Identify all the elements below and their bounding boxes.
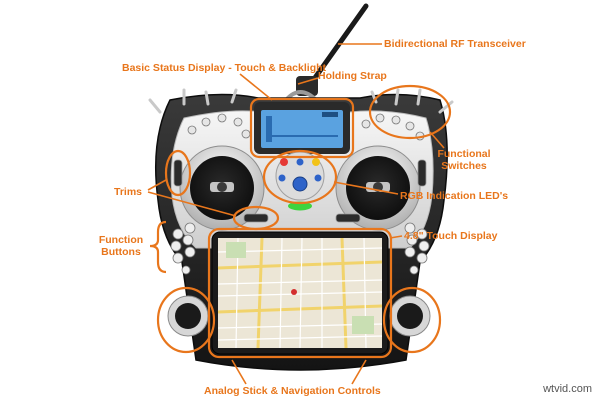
left-vertical-trim[interactable] xyxy=(173,159,183,187)
left-analog-stick[interactable] xyxy=(167,295,209,337)
label-rf-transceiver: Bidirectional RF Transceiver xyxy=(384,38,526,50)
label-status-display: Basic Status Display - Touch & Backlight xyxy=(122,62,327,74)
annotation-overlays xyxy=(149,84,452,359)
led-red xyxy=(280,158,288,166)
right-horizontal-trim[interactable] xyxy=(335,213,361,223)
led-yellow xyxy=(312,158,320,166)
center-nav-button[interactable] xyxy=(292,176,308,192)
label-functional-switches-line2: Switches xyxy=(441,160,487,172)
label-analog-stick: Analog Stick & Navigation Controls xyxy=(204,385,381,397)
label-touch-display: 4.8" Touch Display xyxy=(404,230,498,242)
label-holding-strap: Holding Strap xyxy=(318,70,387,82)
label-functional-switches: Functional Switches xyxy=(436,148,492,172)
status-display-battery-icon xyxy=(322,112,338,117)
left-horizontal-trim[interactable] xyxy=(243,213,269,223)
function-buttons-left[interactable] xyxy=(170,222,196,275)
function-buttons-right[interactable] xyxy=(404,222,430,275)
map-pin-icon xyxy=(291,289,297,295)
annotation-leader-lines xyxy=(147,43,445,385)
label-function-buttons-line2: Buttons xyxy=(101,246,141,258)
label-functional-switches-line1: Functional xyxy=(437,148,491,160)
label-trims: Trims xyxy=(114,186,143,198)
map-park xyxy=(352,316,374,334)
right-stick-gimbal[interactable] xyxy=(335,145,421,231)
status-display-screen[interactable] xyxy=(261,110,343,148)
status-display-bar xyxy=(266,116,272,142)
label-function-buttons: Function Buttons xyxy=(94,234,148,258)
switches-left[interactable] xyxy=(148,88,238,114)
top-buttons[interactable] xyxy=(187,113,425,141)
rgb-led-cluster xyxy=(275,151,325,201)
label-function-buttons-line1: Function xyxy=(98,234,144,246)
right-vertical-trim[interactable] xyxy=(417,159,427,187)
led-blue-left xyxy=(278,174,286,182)
led-blue-top xyxy=(296,158,304,166)
map-park xyxy=(226,242,246,258)
watermark: wtvid.com xyxy=(543,383,592,395)
right-analog-stick[interactable] xyxy=(389,295,431,337)
led-blue-right xyxy=(314,174,322,182)
label-rgb-leds: RGB Indication LED's xyxy=(400,190,509,202)
